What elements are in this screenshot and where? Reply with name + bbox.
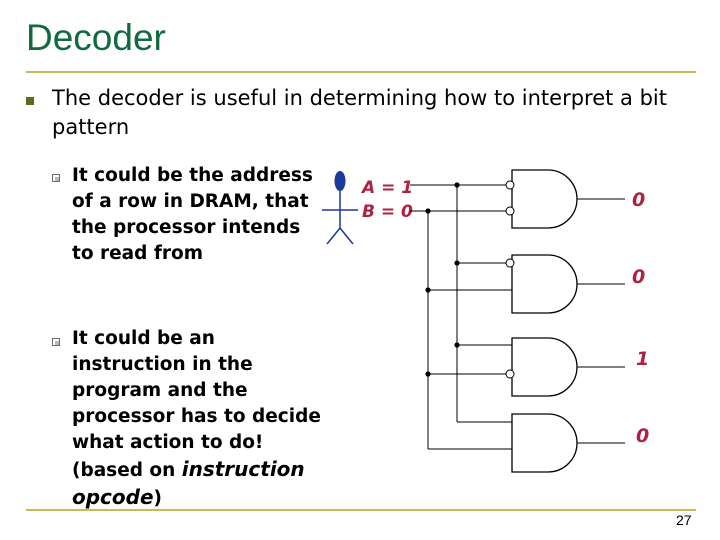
person-icon <box>322 171 358 245</box>
sub-bullet-2-text-end: ) <box>153 488 163 509</box>
inverter-bubble <box>505 258 515 268</box>
bullet-marker <box>26 97 34 105</box>
junction-dots <box>425 182 460 377</box>
and-gate-2 <box>511 254 625 314</box>
main-bullet-text: The decoder is useful in determining how… <box>52 86 667 139</box>
sub-bullet-1-text: It could be the address of a row in DRAM… <box>72 165 313 264</box>
sub-bullet-2-text: It could be an instruction in the progra… <box>72 326 327 512</box>
inverter-bubble <box>505 369 515 379</box>
slide-title: Decoder <box>26 17 166 58</box>
bottom-divider <box>26 509 696 511</box>
output-1-label: 0 <box>632 266 645 288</box>
input-b-label: B = 0 <box>362 202 413 222</box>
and-gate-4 <box>428 413 625 473</box>
top-divider <box>26 71 696 73</box>
output-3-label: 0 <box>636 425 649 447</box>
inverter-bubble <box>505 206 515 216</box>
output-0-label: 0 <box>632 189 645 211</box>
page-number: 27 <box>676 512 692 528</box>
and-gate-1 <box>428 169 625 291</box>
input-a-label: A = 1 <box>360 178 413 198</box>
sub-bullet-2-text-start: It could be an instruction in the progra… <box>72 328 321 481</box>
sub-bullet-marker <box>52 174 60 182</box>
and-gate-3 <box>428 337 625 397</box>
inverter-bubble <box>505 180 515 190</box>
sub-bullet-marker <box>52 338 60 346</box>
sub-bullet-2-italic: instruction opcode <box>72 457 305 509</box>
output-2-label: 1 <box>636 348 649 370</box>
